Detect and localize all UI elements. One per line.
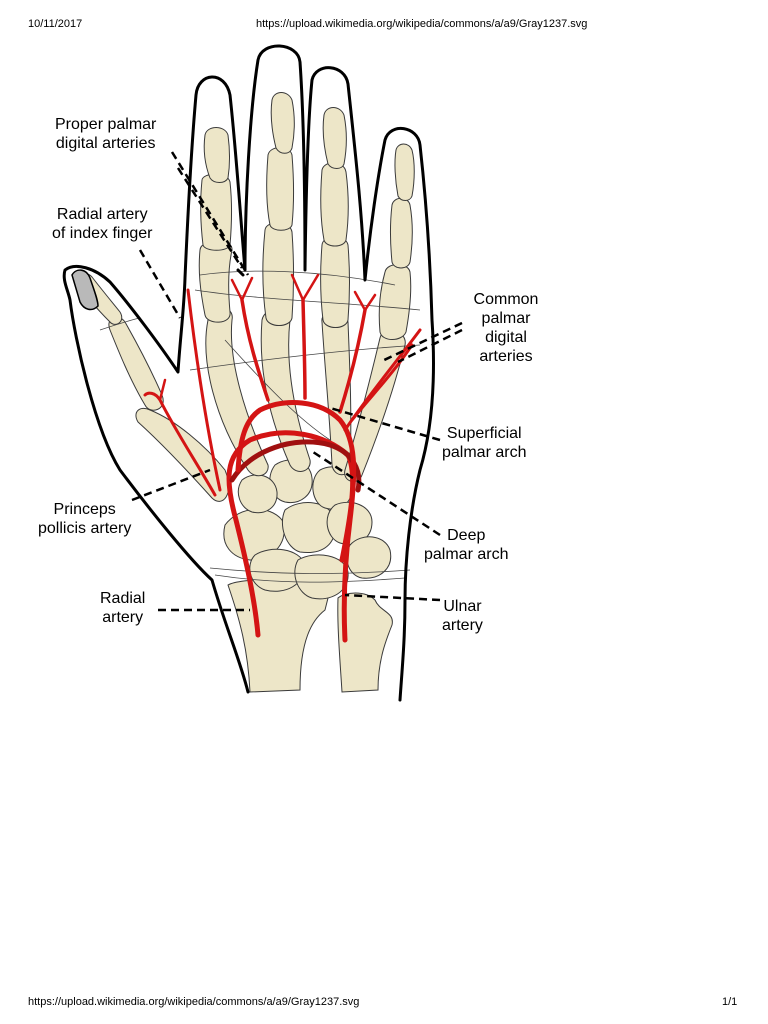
label-line: Proper palmar: [55, 116, 157, 133]
deep-palmar-arch-path: [229, 439, 362, 493]
label-line: palmar arch: [442, 444, 527, 461]
label-proper-palmar-digital-arteries: Proper palmar digital arteries: [55, 115, 156, 153]
label-line: palmar: [481, 310, 531, 327]
label-line: Ulnar: [443, 598, 482, 615]
ulnar-artery-path: [235, 400, 357, 643]
hand-outline: [62, 44, 435, 702]
thumbnail: [71, 269, 99, 311]
label-line: of index finger: [52, 225, 153, 242]
leader-lines: [131, 151, 463, 612]
label-ulnar-artery: Ulnar artery: [442, 597, 483, 635]
label-line: artery: [442, 617, 483, 634]
carpal-bones: [223, 459, 392, 600]
label-line: Radial: [100, 590, 146, 607]
label-line: Superficial: [446, 425, 522, 442]
label-line: Princeps: [53, 501, 116, 518]
label-common-palmar-digital-arteries: Common palmar digital arteries: [462, 290, 550, 366]
label-superficial-palmar-arch: Superficial palmar arch: [442, 424, 526, 462]
label-line: Deep: [447, 527, 486, 544]
label-deep-palmar-arch: Deep palmar arch: [424, 526, 508, 564]
label-line: digital: [485, 329, 527, 346]
footer-url: https://upload.wikimedia.org/wikipedia/c…: [28, 996, 360, 1008]
label-line: artery: [102, 609, 144, 626]
label-line: arteries: [479, 348, 533, 365]
label-radial-artery: Radial artery: [100, 589, 145, 627]
label-line: Common: [473, 291, 539, 308]
print-date: 10/11/2017: [28, 18, 83, 30]
arteries: [143, 273, 422, 643]
page-number: 1/1: [722, 996, 738, 1008]
label-line: pollicis artery: [38, 520, 132, 537]
label-line: palmar arch: [424, 546, 509, 563]
print-source-url: https://upload.wikimedia.org/wikipedia/c…: [256, 18, 588, 30]
label-princeps-pollicis-artery: Princeps pollicis artery: [38, 500, 131, 538]
label-line: Radial artery: [56, 206, 148, 223]
label-line: digital arteries: [55, 135, 156, 152]
label-radial-artery-of-index-finger: Radial artery of index finger: [52, 205, 153, 243]
